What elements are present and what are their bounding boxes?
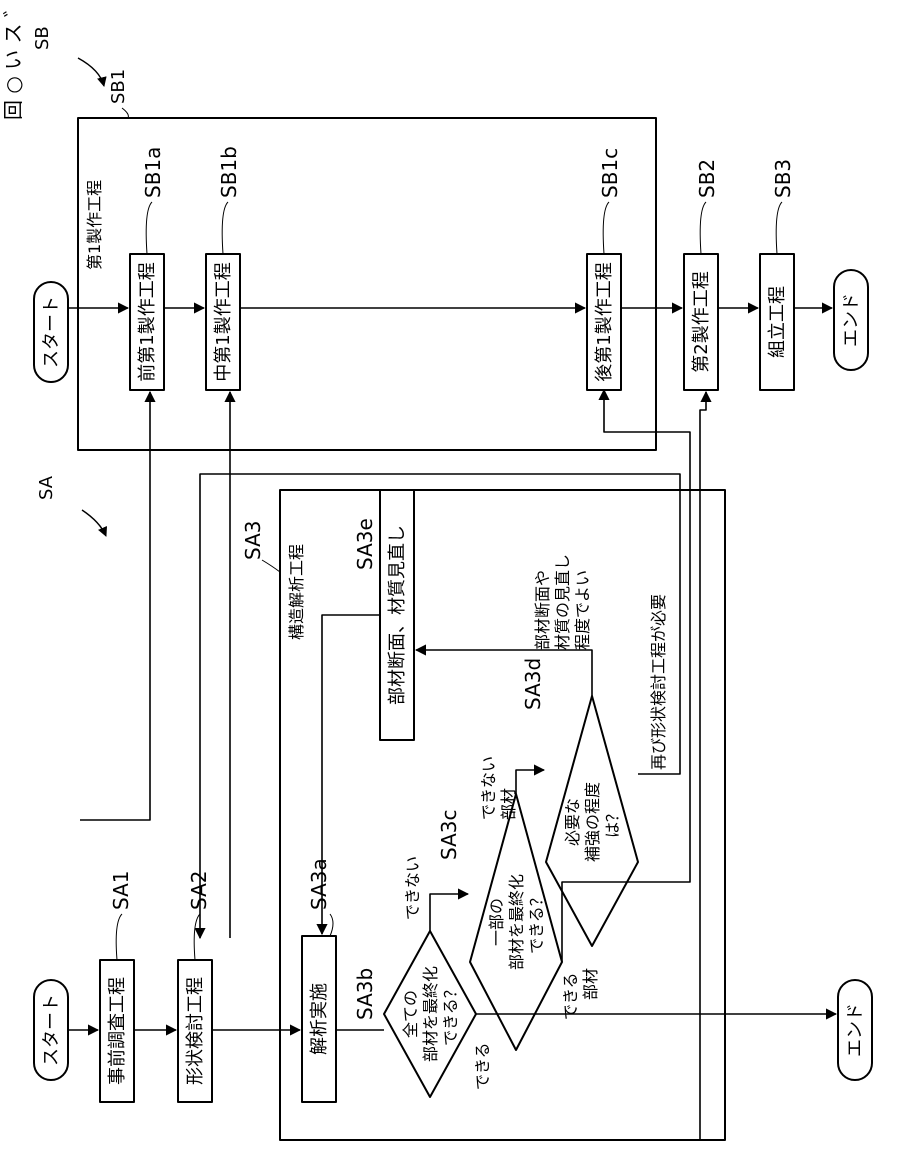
sb-step-sb1c: 後第1製作工程 SB1c bbox=[587, 148, 622, 390]
sa3c-no-label-2: 部材 bbox=[499, 788, 518, 820]
sb-start-label: スタート bbox=[41, 296, 62, 368]
sa1-box: 事前調査工程 SA1 bbox=[100, 871, 134, 1102]
svg-text:一部の: 一部の bbox=[487, 898, 506, 946]
svg-text:SA3b: SA3b bbox=[353, 968, 377, 1020]
svg-text:SB2: SB2 bbox=[695, 159, 719, 198]
sa3a-box: 解析実施 SA3a bbox=[302, 858, 336, 1102]
sa-start-label: スタート bbox=[41, 994, 62, 1066]
svg-text:SA2: SA2 bbox=[187, 871, 211, 910]
svg-text:後第1製作工程: 後第1製作工程 bbox=[594, 262, 615, 381]
sa3-title: 構造解析工程 bbox=[287, 544, 306, 640]
sa-label-arrow bbox=[82, 510, 106, 536]
svg-text:SA3a: SA3a bbox=[307, 858, 331, 910]
sa3c-no-label-1: できない bbox=[479, 756, 498, 820]
sb-label-arrow bbox=[78, 58, 104, 86]
svg-text:SA3e: SA3e bbox=[353, 518, 377, 570]
sa-end-label: エンド bbox=[845, 1003, 866, 1057]
header-vertical-text: 回 ○ い ス ゛ Ｗ bbox=[1, 0, 25, 120]
sa3-label-leader bbox=[262, 560, 280, 572]
sb-step-sb1a: 前第1製作工程 SB1a bbox=[130, 147, 165, 390]
sb-step-sb2: 第2製作工程 SB2 bbox=[684, 159, 719, 390]
sb-end-label: エンド bbox=[841, 293, 862, 347]
sa2-box: 形状検討工程 SA2 bbox=[178, 871, 212, 1102]
sa3-label: SA3 bbox=[241, 521, 265, 560]
sa3c-yes-label-2: 部材 bbox=[581, 968, 600, 1000]
svg-text:中第1製作工程: 中第1製作工程 bbox=[213, 262, 234, 381]
svg-text:できる？: できる？ bbox=[441, 982, 460, 1046]
svg-text:必要な: 必要な bbox=[563, 798, 582, 846]
svg-text:全ての: 全ての bbox=[401, 990, 420, 1038]
svg-text:形状検討工程: 形状検討工程 bbox=[185, 977, 206, 1085]
sb-label: SB bbox=[32, 26, 53, 50]
svg-text:第2製作工程: 第2製作工程 bbox=[691, 271, 712, 372]
svg-text:補強の程度: 補強の程度 bbox=[583, 782, 602, 862]
sb1-label-leader bbox=[122, 108, 128, 118]
svg-text:できる？: できる？ bbox=[527, 890, 546, 954]
sb-step-sb1b: 中第1製作工程 SB1b bbox=[206, 146, 241, 390]
sa3c-yes-label-1: できる bbox=[561, 972, 580, 1020]
svg-text:SB1c: SB1c bbox=[598, 148, 622, 198]
sb1-label: SB1 bbox=[108, 69, 129, 104]
sb-step-sb3: 組立工程 SB3 bbox=[760, 159, 795, 390]
svg-text:部材を最終化: 部材を最終化 bbox=[507, 874, 526, 970]
sa-label: SA bbox=[36, 475, 57, 500]
sa3d-redo-label: 再び形状検討工程が必要 bbox=[649, 594, 668, 770]
sa3b-yes-label: できる bbox=[473, 1042, 492, 1090]
svg-text:SB1a: SB1a bbox=[141, 147, 165, 198]
sb1-title: 第1製作工程 bbox=[85, 180, 104, 270]
svg-text:SA3d: SA3d bbox=[521, 658, 545, 710]
svg-text:は？: は？ bbox=[603, 806, 622, 838]
svg-text:組立工程: 組立工程 bbox=[767, 286, 788, 358]
sa3d-ok-label-1: 部材断面や bbox=[533, 570, 552, 650]
svg-text:SB3: SB3 bbox=[771, 159, 795, 198]
svg-text:部材を最終化: 部材を最終化 bbox=[421, 966, 440, 1062]
svg-text:SA1: SA1 bbox=[109, 871, 133, 910]
svg-text:SA3c: SA3c bbox=[437, 810, 461, 860]
svg-text:SB1b: SB1b bbox=[217, 146, 241, 198]
sa3d-ok-label-3: 程度でよい bbox=[573, 570, 592, 650]
svg-text:解析実施: 解析実施 bbox=[309, 983, 330, 1055]
svg-text:事前調査工程: 事前調査工程 bbox=[107, 977, 128, 1085]
svg-text:前第1製作工程: 前第1製作工程 bbox=[137, 262, 158, 381]
sa3b-no-label: できない bbox=[403, 856, 422, 920]
sa3d-ok-label-2: 材質の見直し bbox=[553, 554, 572, 650]
sa3b-decision: 全ての 部材を最終化 できる？ SA3b bbox=[353, 931, 476, 1097]
svg-text:部材断面、材質見直し: 部材断面、材質見直し bbox=[387, 525, 408, 705]
